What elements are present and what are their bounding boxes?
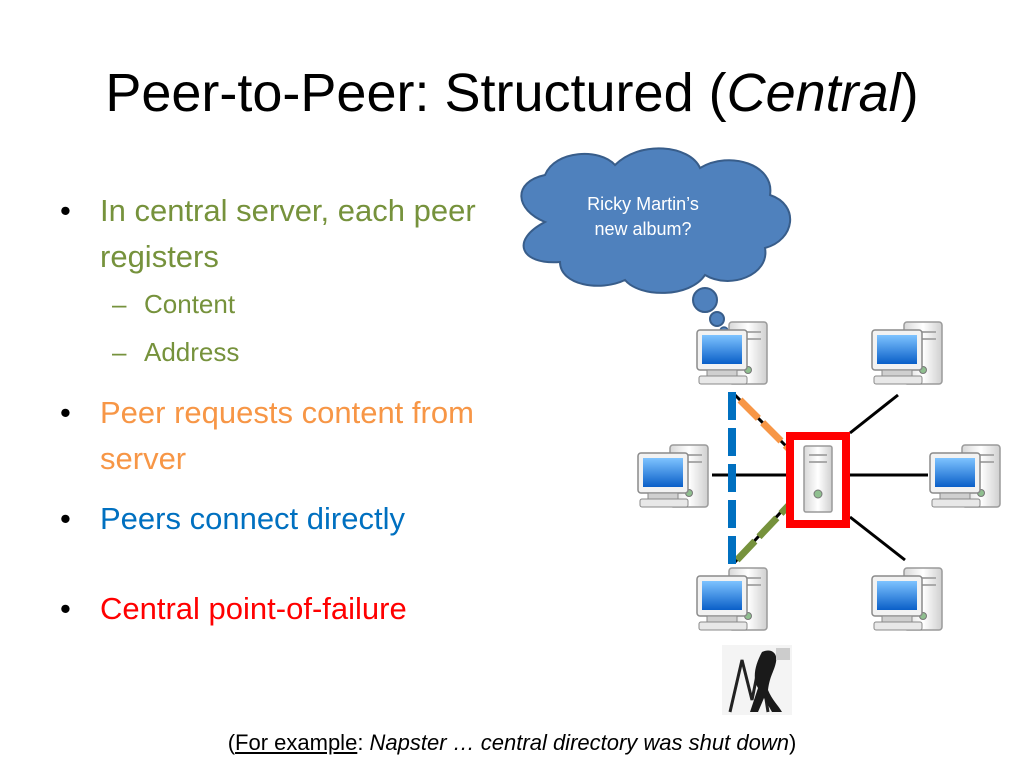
bullet-item-failure: • Central point-of-failure (60, 586, 490, 632)
link-top-right (849, 393, 899, 435)
request-line (737, 397, 795, 455)
caption-open: ( (227, 730, 236, 755)
caption-link[interactable]: For example (235, 730, 358, 755)
bullet-item-request: • Peer requests content from server (60, 390, 490, 482)
bullet-item-register: • In central server, each peer registers (60, 188, 490, 280)
album-cover-image (722, 645, 792, 715)
bubble-line-1: Ricky Martin’s (587, 194, 699, 214)
title-main: Peer-to-Peer: Structured ( (105, 63, 727, 123)
peer-computer-icon (871, 321, 943, 385)
bullet-list: • In central server, each peer registers… (60, 188, 490, 632)
bullet-text: Central point-of-failure (100, 591, 407, 626)
link-bottom-right (849, 515, 906, 562)
sub-item-content: – Content (60, 280, 490, 328)
peer-computer-icon (871, 567, 943, 631)
bullet-text: In central server, each peer registers (100, 193, 476, 274)
bullet-dot: • (60, 501, 71, 536)
title-italic: Central (726, 63, 901, 123)
bullet-dot: • (60, 193, 71, 228)
central-server-icon (786, 432, 850, 528)
connection-lines (712, 392, 928, 568)
sub-item-address: – Address (60, 328, 490, 376)
bubble-line-2: new album? (594, 219, 692, 239)
sub-item-text: Content (144, 289, 236, 319)
peer-computer-provider-icon (696, 567, 768, 631)
bullet-item-connect: • Peers connect directly (60, 496, 490, 542)
bullet-text: Peers connect directly (100, 501, 405, 536)
caption-italic: Napster … central directory was shut dow… (369, 730, 789, 755)
bullet-dot: • (60, 395, 71, 430)
thought-bubble-text: Ricky Martin’s new album? (548, 192, 738, 242)
peer-computer-requester-icon (696, 321, 768, 385)
sub-dash: – (112, 289, 127, 319)
caption-close: ) (788, 730, 797, 755)
response-line (734, 501, 793, 563)
peer-computer-icon (929, 444, 1001, 508)
bullet-text: Peer requests content from server (100, 395, 474, 476)
title-close: ) (900, 63, 919, 123)
sub-dash: – (112, 337, 127, 367)
bullet-dot: • (60, 591, 71, 626)
thought-bubble-icon (520, 147, 791, 336)
caption: (For example: Napster … central director… (0, 730, 1024, 756)
slide-title: Peer-to-Peer: Structured (Central) (0, 62, 1024, 124)
peer-computer-icon (637, 444, 709, 508)
sub-item-text: Address (144, 337, 240, 367)
caption-colon: : (357, 730, 370, 755)
